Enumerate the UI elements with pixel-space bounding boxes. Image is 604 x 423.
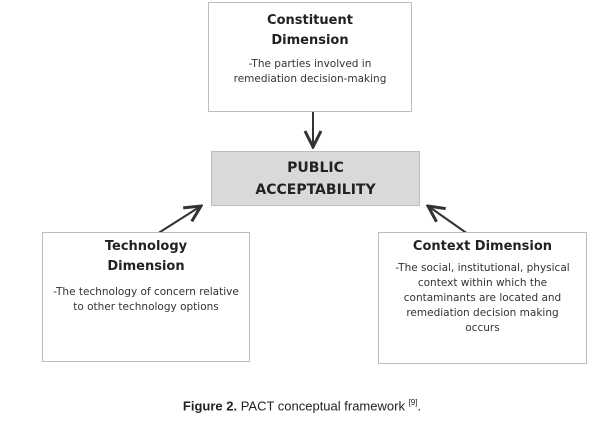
caption-text: PACT conceptual framework	[237, 398, 409, 414]
context-dimension-box: Context Dimension -The social, instituti…	[378, 232, 587, 364]
caption-reference[interactable]: [9]	[408, 398, 418, 407]
public-title-line1: PUBLIC	[287, 160, 344, 176]
constituent-title: Constituent Dimension	[267, 13, 353, 48]
technology-title: Technology Dimension	[104, 239, 188, 274]
context-description: -The social, institutional, physical con…	[395, 262, 570, 334]
context-title: Context Dimension	[412, 239, 553, 254]
caption-label: Figure 2.	[182, 398, 238, 414]
constituent-dimension-box: Constituent Dimension -The parties invol…	[208, 2, 412, 112]
technology-description: -The technology of concern relative to o…	[53, 286, 239, 313]
figure-caption: Figure 2. PACT conceptual framework [9].	[0, 398, 604, 413]
public-title-line2: ACCEPTABILITY	[255, 182, 376, 198]
caption-end: .	[417, 398, 422, 414]
constituent-description: -The parties involved in remediation dec…	[233, 58, 387, 85]
public-acceptability-box: PUBLIC ACCEPTABILITY	[211, 151, 420, 206]
technology-dimension-box: Technology Dimension -The technology of …	[42, 232, 250, 362]
